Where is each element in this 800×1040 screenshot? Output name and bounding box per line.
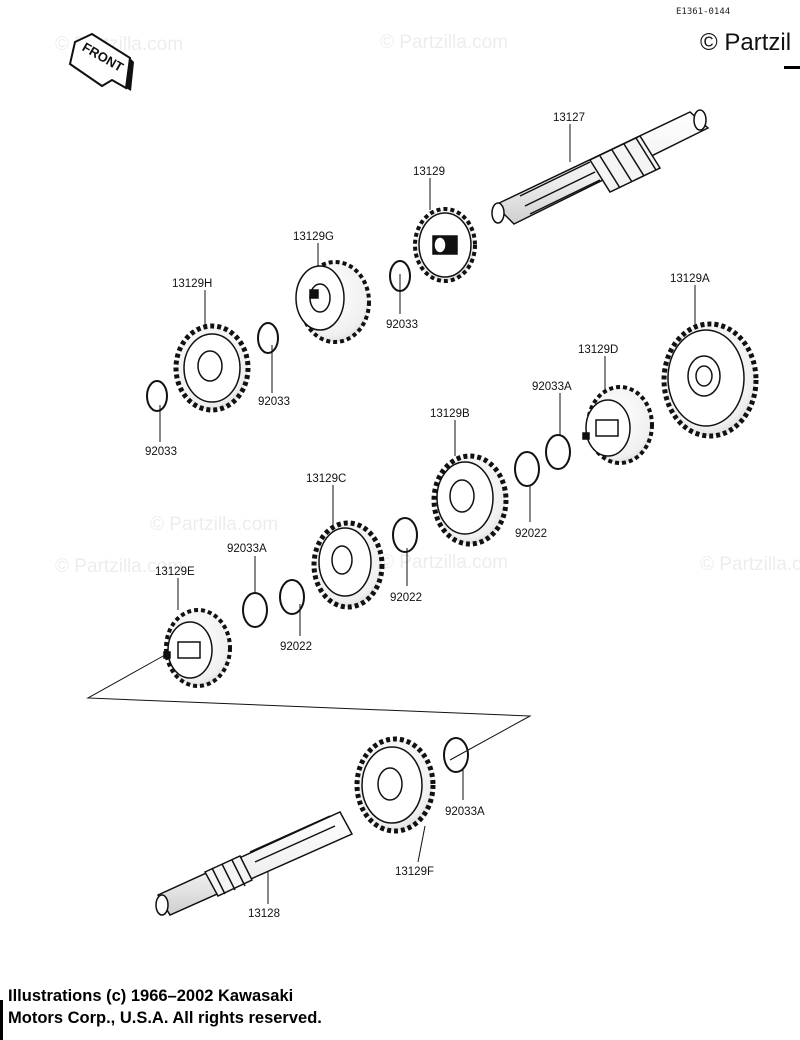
label-92022: 92022 — [280, 641, 312, 653]
gear-13129e — [163, 608, 232, 688]
label-13129g: 13129G — [293, 231, 334, 243]
washer-92022 — [392, 517, 418, 553]
washer-92033a — [242, 592, 268, 628]
partzilla-logo-text: © Partzil — [700, 29, 791, 56]
gear-13129g — [295, 260, 371, 344]
label-13129e: 13129E — [155, 566, 195, 578]
gear-13129h — [173, 323, 251, 413]
gear-13129 — [413, 207, 477, 283]
washer-92033a — [545, 434, 571, 470]
output-shaft-13127 — [491, 109, 710, 225]
circlip-92033 — [257, 322, 279, 354]
circlip-92033 — [146, 380, 168, 412]
label-92033a: 92033A — [227, 543, 267, 555]
part-labels: 13127 13129 13129G 13129H 13129A 13129D … — [145, 112, 710, 920]
label-13129a: 13129A — [670, 273, 710, 285]
copyright-line-2: Motors Corp., U.S.A. All rights reserved… — [8, 1009, 322, 1027]
washer-92022 — [514, 451, 540, 487]
label-13129d: 13129D — [578, 344, 618, 356]
washer-92033a — [443, 737, 469, 773]
left-edge-bar — [0, 1000, 3, 1040]
watermark: © Partzilla.com — [55, 556, 183, 577]
gear-13129d — [582, 385, 654, 465]
washer-92022 — [279, 579, 305, 615]
gear-13129c — [311, 520, 385, 610]
label-13127: 13127 — [553, 112, 585, 124]
label-92033: 92033 — [386, 319, 418, 331]
label-92033: 92033 — [258, 396, 290, 408]
label-92022: 92022 — [515, 528, 547, 540]
label-13129c: 13129C — [306, 473, 346, 485]
label-13129: 13129 — [413, 166, 445, 178]
label-92033a: 92033A — [445, 806, 485, 818]
copyright-line-1: Illustrations (c) 1966–2002 Kawasaki — [8, 987, 294, 1005]
watermark: © Partzilla.com — [150, 514, 278, 535]
label-13128: 13128 — [248, 908, 280, 920]
label-13129f: 13129F — [395, 866, 434, 878]
divider-mark — [784, 66, 800, 69]
front-arrow-icon: FRONT — [68, 32, 134, 91]
watermark: © Partzilla.com — [380, 552, 508, 573]
diagram-ref-code: E1361-0144 — [676, 7, 730, 17]
gear-13129f — [354, 736, 436, 834]
input-shaft-13128 — [155, 811, 354, 916]
gear-13129a — [661, 321, 759, 439]
gear-13129b — [431, 453, 509, 547]
copyright-notice: Illustrations (c) 1966–2002 Kawasaki Mot… — [8, 985, 508, 1029]
label-92033a: 92033A — [532, 381, 572, 393]
leader-lines — [86, 124, 696, 904]
label-13129h: 13129H — [172, 278, 212, 290]
label-92033: 92033 — [145, 446, 177, 458]
label-92022: 92022 — [390, 592, 422, 604]
watermark: © Partzilla.com — [380, 32, 508, 53]
watermark: © Partzilla.com — [700, 554, 800, 575]
circlip-92033 — [389, 260, 411, 292]
label-13129b: 13129B — [430, 408, 470, 420]
